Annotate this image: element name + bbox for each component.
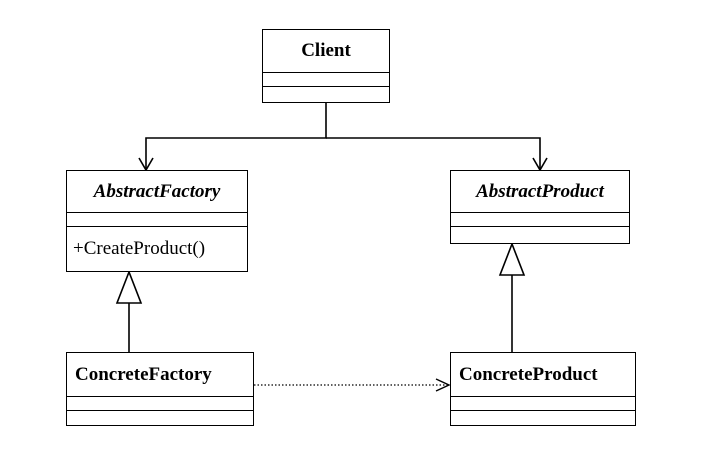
class-name: ConcreteFactory: [67, 353, 253, 397]
dependency-concretefactory-concreteproduct: [254, 378, 451, 392]
generalization-concreteproduct-abstractproduct: [498, 241, 526, 352]
class-name: AbstractFactory: [67, 171, 247, 213]
attributes-section: [451, 397, 635, 411]
operation-create-product: +CreateProduct(): [73, 238, 206, 259]
generalization-concretefactory-abstractfactory: [115, 269, 143, 352]
attributes-section: [67, 397, 253, 411]
class-concrete-factory[interactable]: ConcreteFactory: [66, 352, 254, 426]
class-name: AbstractProduct: [451, 171, 629, 213]
operations-section: +CreateProduct(): [67, 227, 247, 261]
association-client-abstractproduct: [326, 137, 548, 172]
class-concrete-product[interactable]: ConcreteProduct: [450, 352, 636, 426]
class-client[interactable]: Client: [262, 29, 390, 103]
association-client-abstractfactory: [138, 103, 327, 172]
attributes-section: [67, 213, 247, 227]
attributes-section: [451, 213, 629, 227]
class-abstract-product[interactable]: AbstractProduct: [450, 170, 630, 244]
attributes-section: [263, 73, 389, 87]
class-name: ConcreteProduct: [451, 353, 635, 397]
class-abstract-factory[interactable]: AbstractFactory +CreateProduct(): [66, 170, 248, 272]
class-name: Client: [263, 30, 389, 73]
